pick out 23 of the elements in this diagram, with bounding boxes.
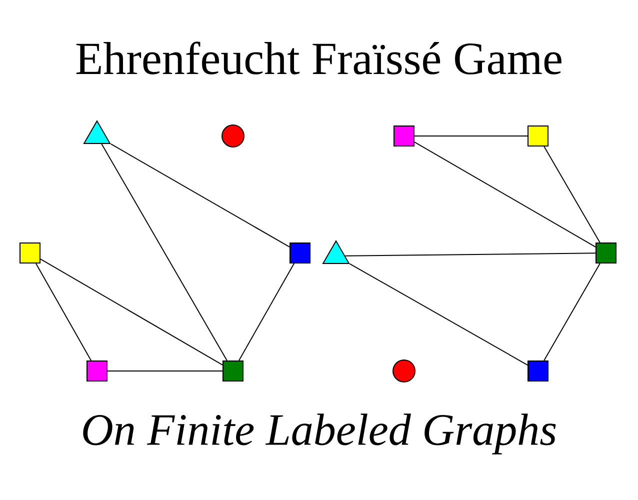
square-marker	[528, 360, 548, 382]
edge-line	[544, 146, 600, 243]
title: Ehrenfeucht Fraïssé Game	[76, 42, 562, 74]
edge-line	[110, 143, 290, 248]
square-marker	[222, 360, 244, 382]
square-marker	[528, 126, 548, 146]
square-marker	[20, 242, 40, 264]
edge-line	[414, 142, 596, 248]
edge-line	[101, 144, 228, 361]
square-marker	[596, 242, 616, 264]
edge-line	[35, 263, 92, 361]
circle-marker	[392, 359, 416, 382]
edge-line	[349, 263, 528, 366]
edge-line	[344, 252, 596, 256]
square-marker	[394, 126, 414, 146]
square-marker	[290, 242, 310, 264]
square-marker	[86, 360, 108, 382]
caption: On Finite Labeled Graphs	[83, 414, 556, 454]
edge-line	[544, 263, 600, 361]
edge-line	[107, 370, 223, 372]
edge-line	[40, 258, 223, 366]
circle-marker	[222, 124, 244, 148]
edge-line	[238, 263, 295, 361]
